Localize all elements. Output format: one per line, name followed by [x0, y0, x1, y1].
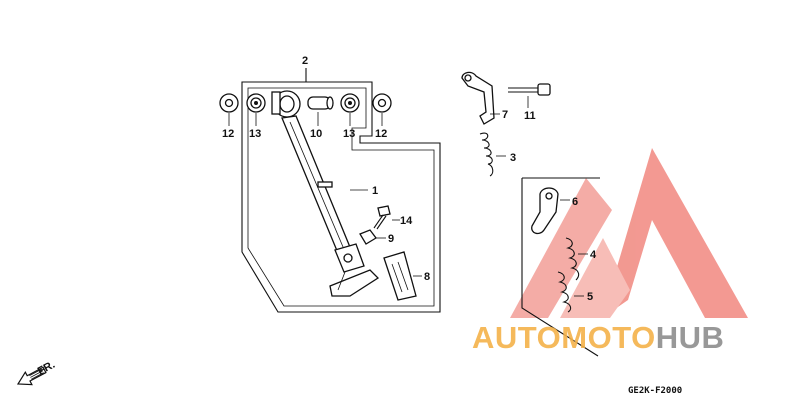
- callout-5: 5: [587, 291, 593, 303]
- callout-10: 10: [310, 128, 322, 140]
- diagram-code: GE2K-F2000: [628, 386, 682, 396]
- callout-6: 6: [572, 196, 578, 208]
- front-direction-arrow-icon: [16, 366, 47, 386]
- spring-4: [565, 237, 588, 281]
- washer-12-left: [219, 93, 239, 126]
- callout-12-right: 12: [375, 128, 387, 140]
- bracket-6: [531, 187, 570, 235]
- collar-10: [307, 96, 334, 126]
- callout-12-left: 12: [222, 128, 234, 140]
- spring-3: [479, 132, 506, 177]
- callout-1: 1: [372, 185, 378, 197]
- side-stand-pivot: [271, 90, 301, 118]
- callout-9: 9: [388, 233, 394, 245]
- watermark-triangle-right: [602, 148, 748, 318]
- rubber-pad-8: [383, 251, 422, 301]
- bearing-13-left: [246, 93, 266, 126]
- watermark-logo: [510, 148, 748, 318]
- watermark-text: AUTOMOTOHUB: [472, 320, 724, 355]
- bracket-7: [461, 71, 500, 125]
- nut-9: [359, 229, 386, 245]
- callout-2: 2: [302, 55, 308, 67]
- watermark-triangle-left: [510, 178, 612, 318]
- spring-5: [557, 271, 584, 313]
- direction-label: FR.: [36, 359, 57, 378]
- callout-3: 3: [510, 152, 516, 164]
- watermark-moto: MOTO: [561, 320, 655, 355]
- watermark-auto: AUTO: [472, 320, 561, 355]
- bolt-11: [508, 83, 551, 108]
- callout-8: 8: [424, 271, 430, 283]
- bearing-13-right: [340, 93, 360, 126]
- side-stand-1: [281, 115, 380, 297]
- watermark-hub: HUB: [656, 320, 725, 355]
- assembly-outline-2: [241, 81, 441, 313]
- callout-7: 7: [502, 109, 508, 121]
- watermark-triangle-inner: [560, 238, 630, 318]
- callout-13-left: 13: [249, 128, 261, 140]
- inner-outline: [247, 87, 435, 307]
- callout-11: 11: [524, 110, 536, 122]
- callout-13-right: 13: [343, 128, 355, 140]
- bracket-outline: [521, 178, 599, 357]
- callout-14: 14: [400, 215, 413, 227]
- callout-4: 4: [590, 249, 597, 261]
- washer-12-right: [372, 93, 392, 126]
- bolt-14: [373, 205, 400, 230]
